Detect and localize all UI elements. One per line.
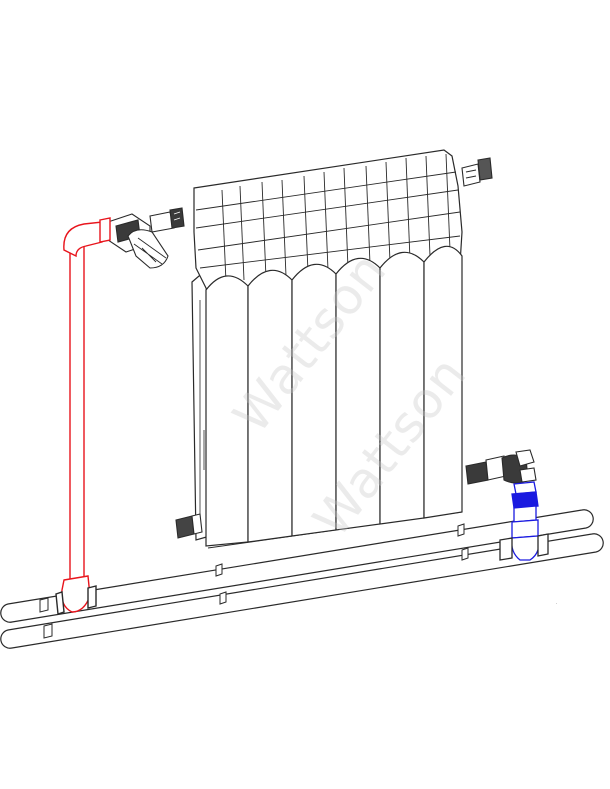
pipe-clips (39, 523, 469, 639)
floor-pipe-upper (0, 509, 594, 623)
radiator (191, 149, 463, 547)
floor-pipes (0, 509, 604, 649)
thermostatic-valve-icon (107, 207, 185, 269)
radiator-column (205, 275, 249, 547)
end-plug-icon (461, 157, 493, 187)
supply-riser-pipe (55, 217, 111, 615)
radiator-column (335, 257, 381, 531)
radiator-column (379, 251, 425, 525)
radiator-column (247, 269, 293, 543)
end-plug-icon (175, 513, 203, 539)
radiator-fins (195, 153, 461, 283)
radiator-column (291, 263, 337, 537)
radiator-columns (205, 245, 463, 547)
stray-mark: . (556, 600, 557, 605)
floor-pipe-lower (0, 533, 604, 649)
radiator-column (423, 245, 463, 519)
return-fitting (499, 481, 549, 561)
lockshield-valve-icon (465, 449, 537, 485)
